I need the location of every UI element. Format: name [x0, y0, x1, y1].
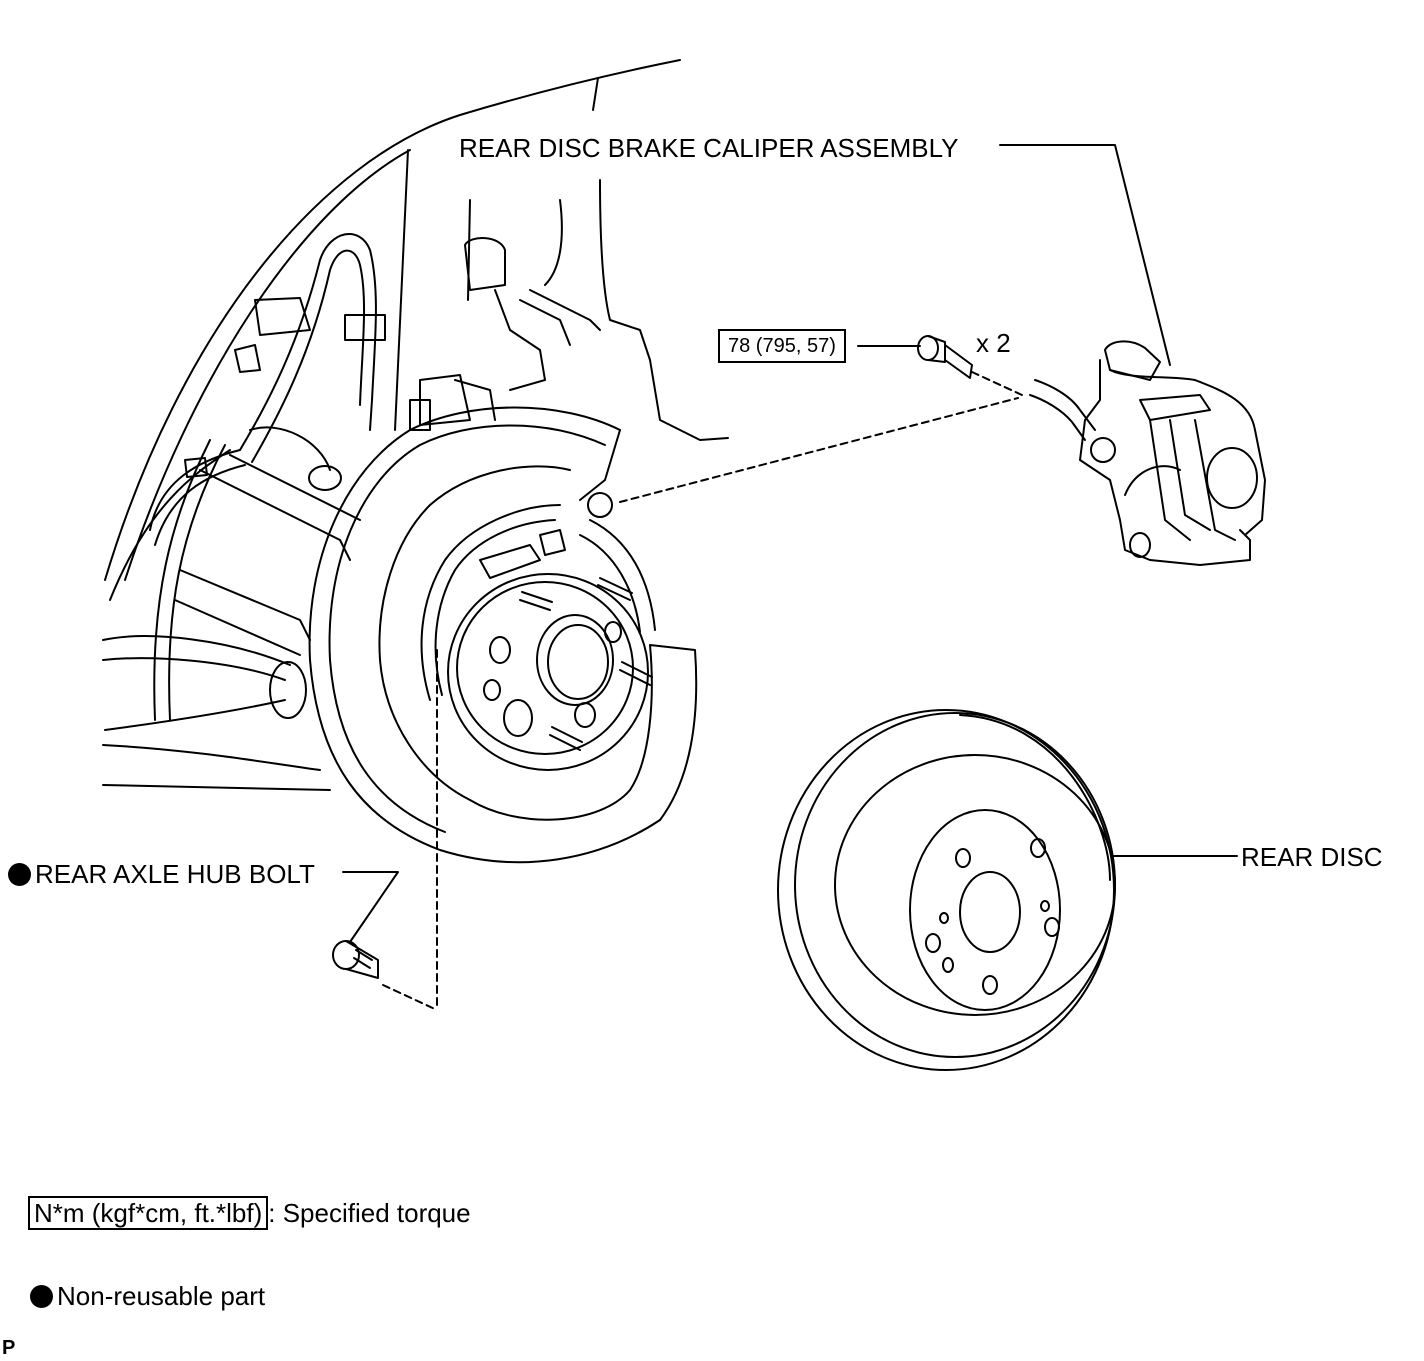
rear-axle-hub-bolt-drawing [332, 940, 379, 979]
torque-spec-box: 78 (795, 57) [718, 329, 846, 363]
legend-non-reusable: Non-reusable part [30, 1280, 265, 1312]
alignment-lines [382, 371, 1023, 1011]
rear-disc-label: REAR DISC [1241, 842, 1383, 872]
corner-mark: P [2, 1337, 16, 1359]
bolt-alignment-line [971, 371, 1023, 396]
hub-bolt-leader-line [342, 871, 399, 943]
hub-bolt-label: REAR AXLE HUB BOLT [8, 859, 315, 889]
hub-bolt-label-text: REAR AXLE HUB BOLT [35, 859, 315, 889]
legend-torque-unit-box: N*m (kgf*cm, ft.*lbf) [28, 1196, 269, 1230]
hub-bolt-alignment-line-2 [382, 984, 438, 1011]
legend-non-reusable-dot-icon [30, 1285, 53, 1308]
axle-hub [447, 573, 653, 771]
knuckle [409, 237, 571, 431]
caliper-assembly-drawing [1029, 340, 1266, 566]
backing-plate [308, 406, 698, 864]
caliper-alignment-line [619, 397, 1019, 503]
caliper-leader-line [999, 144, 1171, 366]
legend-torque: N*m (kgf*cm, ft.*lbf): Specified torque [28, 1196, 471, 1230]
legend-torque-desc: : Specified torque [268, 1198, 471, 1228]
leader-lines [342, 144, 1238, 943]
legend-non-reusable-text: Non-reusable part [57, 1281, 266, 1311]
caliper-bolt-drawing [917, 335, 973, 379]
suspension-arms [102, 426, 361, 791]
rear-disc-drawing [777, 709, 1116, 1071]
vehicle-body-outline [104, 59, 729, 601]
non-reusable-dot-icon [8, 863, 31, 886]
brake-hose [149, 233, 386, 546]
quantity-label: x 2 [976, 328, 1011, 358]
caliper-label: REAR DISC BRAKE CALIPER ASSEMBLY [459, 133, 959, 163]
parking-brake-shoes [420, 504, 656, 701]
